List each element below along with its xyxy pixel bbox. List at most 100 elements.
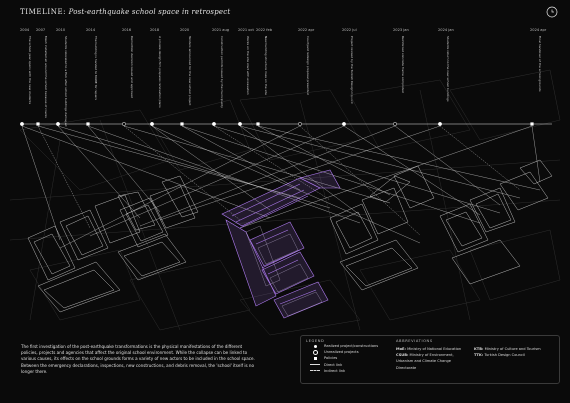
link-line	[89, 125, 345, 237]
timeline-marker	[150, 122, 154, 126]
title-main: TIMELINE:	[20, 8, 67, 16]
link-line	[21, 125, 61, 241]
abbreviation-row: Urbanism and Climate Change	[396, 359, 461, 365]
timeline-marker	[342, 122, 346, 126]
link-line	[87, 125, 361, 224]
legend-symbol-icon	[306, 364, 324, 366]
description-text: The first investigation of the post-eart…	[21, 344, 255, 374]
timeline-marker	[238, 122, 242, 126]
timeline-marker	[212, 122, 216, 126]
link-line	[181, 125, 301, 191]
building-block-1	[27, 191, 156, 313]
legend-symbol-icon	[306, 370, 324, 372]
link-line	[87, 125, 161, 213]
year-label: 2004	[20, 28, 30, 32]
link-line	[394, 125, 501, 206]
link-line	[37, 125, 91, 229]
link-line	[21, 125, 271, 219]
abbreviation-row: Directorate	[396, 366, 461, 372]
year-label: 2016	[122, 28, 132, 32]
year-label: 2022 feb	[256, 28, 273, 32]
abbreviation-text: Ministry of Culture and Tourism	[483, 347, 541, 351]
legend-item: Realized project/constructions	[306, 343, 396, 349]
background-map	[9, 69, 561, 336]
legend-label: Direct link	[324, 362, 343, 367]
year-label: 2010	[56, 28, 66, 32]
legend-item: Policies	[306, 355, 396, 361]
link-line	[257, 125, 391, 196]
timeline-markers	[20, 122, 534, 126]
legend-symbol-icon	[306, 349, 324, 355]
link-line	[299, 125, 421, 236]
building-block-2	[117, 175, 199, 281]
timeline-marker	[180, 122, 184, 126]
link-lines	[21, 125, 541, 249]
link-line	[213, 125, 501, 214]
legend-label: Policies	[324, 356, 338, 361]
abbreviation-row: MoE: Ministry of National Education	[396, 347, 461, 353]
year-label: 2021 oct	[238, 28, 254, 32]
page-title: TIMELINE: Post-earthquake school space i…	[20, 8, 230, 16]
link-line	[57, 125, 331, 209]
abbreviation-text: Ministry of National Education	[405, 347, 462, 351]
legend-label: Indirect link	[324, 368, 346, 373]
link-line	[439, 125, 521, 191]
abbreviation-row: TTK: Turkish Design Council	[474, 353, 541, 359]
year-label: 2014	[86, 28, 96, 32]
abbreviation-text: Urbanism and Climate Change	[396, 359, 452, 364]
building-block-highlight-detail	[245, 225, 323, 317]
building-block-highlight	[221, 169, 341, 319]
link-line	[239, 125, 533, 229]
abbreviation-code: MoE:	[396, 347, 406, 351]
abbreviation-text: Turkish Design Council	[483, 353, 525, 358]
timeline-marker	[298, 122, 302, 126]
abbreviations: ABBREVIATIONS MoE: Ministry of National …	[396, 339, 556, 370]
year-label: 2021 aug	[212, 28, 230, 32]
link-line	[123, 125, 391, 204]
legend-item: Direct link	[306, 362, 396, 368]
year-label: 2024 jan	[438, 28, 454, 32]
timeline-marker	[122, 122, 126, 126]
link-line	[159, 125, 441, 221]
link-line	[531, 125, 541, 183]
title-sub: Post-earthquake school space in retrospe…	[68, 8, 231, 16]
abbreviation-row: CSUB: Ministry of Environment,	[396, 353, 461, 359]
legend-label: Unrealized projects	[324, 350, 359, 355]
year-label: 2018	[150, 28, 160, 32]
timeline-marker	[56, 122, 60, 126]
abbreviations-heading: ABBREVIATIONS	[396, 339, 433, 343]
abbreviation-text: Directorate	[396, 365, 417, 370]
year-label: 2022 jul	[342, 28, 357, 32]
link-line	[239, 125, 361, 216]
timeline-marker	[36, 122, 40, 126]
year-label: 2024 apr	[530, 28, 547, 32]
link-line	[181, 125, 481, 224]
link-line	[57, 125, 141, 219]
building-block-5	[439, 159, 553, 285]
link-line	[59, 125, 301, 249]
year-label: 2023 jan	[393, 28, 409, 32]
legend-label: Realized project/constructions	[324, 344, 379, 349]
building-block-4	[329, 165, 435, 291]
year-label: 2020	[180, 28, 190, 32]
link-line	[151, 125, 271, 211]
year-label: 2022 apr	[298, 28, 315, 32]
timeline-marker	[20, 122, 24, 126]
abbreviation-code: CSUB:	[396, 353, 409, 358]
link-line	[239, 125, 521, 199]
legend-heading: LEGEND	[306, 339, 325, 343]
year-label: 2007	[36, 28, 46, 32]
abbreviation-text: Ministry of Environment,	[408, 353, 454, 358]
timeline-marker	[86, 122, 90, 126]
timeline-marker	[530, 122, 534, 126]
abbreviation-row: KTB: Ministry of Culture and Tourism	[474, 347, 541, 353]
logo-icon	[546, 6, 558, 18]
legend-symbol-icon	[306, 356, 324, 360]
link-line	[343, 125, 481, 216]
timeline-years: 2004 2007 2010 2014 2016 2018 2020 2021 aug 2021…	[0, 28, 570, 36]
